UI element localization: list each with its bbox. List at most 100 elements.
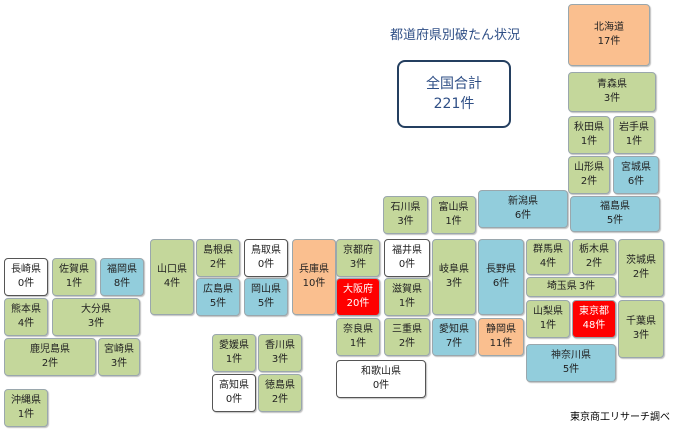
prefecture-name: 鹿児島県 bbox=[30, 344, 70, 355]
prefecture-name: 愛媛県 bbox=[219, 340, 249, 351]
prefecture-count: 2件 bbox=[271, 394, 289, 405]
prefecture-count: 3件 bbox=[397, 216, 414, 227]
prefecture-name: 佐賀県 bbox=[59, 264, 89, 275]
prefecture-name: 奈良県 bbox=[343, 324, 373, 335]
prefecture-tile: 宮崎県 3件 bbox=[98, 338, 140, 376]
prefecture-name: 千葉県 bbox=[626, 316, 656, 327]
prefecture-count: 7件 bbox=[445, 338, 463, 349]
national-total-label: 全国合計 bbox=[426, 76, 482, 92]
prefecture-count: 3件 bbox=[603, 93, 621, 104]
prefecture-name: 北海道 bbox=[594, 22, 624, 33]
prefecture-count: 2件 bbox=[580, 176, 598, 187]
prefecture-tile: 岩手県 1件 bbox=[613, 116, 655, 154]
prefecture-tile: 和歌山県 0件 bbox=[336, 360, 426, 398]
prefecture-name: 宮城県 bbox=[621, 162, 651, 173]
prefecture-count: 0件 bbox=[398, 259, 416, 270]
prefecture-count: 0件 bbox=[372, 380, 390, 391]
source-note: 東京商工リサーチ調べ bbox=[570, 412, 670, 423]
prefecture-count: 6件 bbox=[492, 278, 510, 289]
prefecture-tile: 岡山県 5件 bbox=[244, 278, 288, 316]
prefecture-name: 埼玉県 bbox=[546, 281, 577, 292]
prefecture-name: 山形県 bbox=[574, 162, 604, 173]
prefecture-count: 1件 bbox=[17, 409, 35, 420]
prefecture-count: 1件 bbox=[225, 354, 243, 365]
prefecture-count: 6件 bbox=[514, 210, 532, 221]
prefecture-count: 2件 bbox=[41, 358, 59, 369]
national-total-box: 全国合計 221件 bbox=[397, 60, 511, 128]
prefecture-count: 11件 bbox=[489, 338, 513, 349]
prefecture-count: 3件 bbox=[87, 318, 105, 329]
prefecture-name: 富山県 bbox=[438, 202, 469, 213]
prefecture-name: 島根県 bbox=[203, 245, 233, 256]
prefecture-name: 青森県 bbox=[597, 79, 627, 90]
prefecture-name: 石川県 bbox=[390, 202, 421, 213]
prefecture-count: 5件 bbox=[257, 298, 275, 309]
prefecture-name: 岡山県 bbox=[251, 284, 281, 295]
prefecture-name: 秋田県 bbox=[574, 122, 604, 133]
prefecture-tile: 千葉県 3件 bbox=[618, 300, 664, 358]
prefecture-tile: 京都府 3件 bbox=[336, 239, 380, 277]
prefecture-count: 17件 bbox=[597, 36, 621, 47]
prefecture-tile: 愛知県 7件 bbox=[432, 318, 476, 356]
prefecture-count: 48件 bbox=[582, 320, 606, 331]
prefecture-count: 4件 bbox=[17, 318, 35, 329]
prefecture-name: 岩手県 bbox=[619, 122, 649, 133]
prefecture-name: 広島県 bbox=[203, 284, 233, 295]
prefecture-name: 茨城県 bbox=[626, 255, 656, 266]
prefecture-name: 香川県 bbox=[265, 340, 295, 351]
prefecture-count: 8件 bbox=[113, 278, 131, 289]
prefecture-count: 10件 bbox=[302, 278, 326, 289]
prefecture-name: 兵庫県 bbox=[299, 264, 329, 275]
prefecture-count: 1件 bbox=[349, 338, 367, 349]
prefecture-name: 山梨県 bbox=[533, 306, 563, 317]
prefecture-count: 2件 bbox=[585, 258, 603, 269]
prefecture-count: 1件 bbox=[398, 298, 416, 309]
prefecture-name: 岐阜県 bbox=[439, 264, 469, 275]
prefecture-count: 3件 bbox=[349, 259, 367, 270]
prefecture-tile: 青森県 3件 bbox=[568, 72, 656, 112]
national-total-value: 221件 bbox=[433, 96, 475, 112]
prefecture-tile: 愛媛県 1件 bbox=[212, 334, 256, 372]
prefecture-name: 福井県 bbox=[392, 245, 422, 256]
prefecture-name: 新潟県 bbox=[508, 196, 538, 207]
prefecture-count: 1件 bbox=[580, 136, 598, 147]
prefecture-count: 2件 bbox=[398, 338, 416, 349]
prefecture-name: 京都府 bbox=[343, 245, 373, 256]
prefecture-name: 栃木県 bbox=[579, 244, 609, 255]
prefecture-name: 和歌山県 bbox=[361, 366, 401, 377]
prefecture-count: 20件 bbox=[346, 298, 370, 309]
prefecture-count: 3件 bbox=[110, 358, 128, 369]
prefecture-count: 6件 bbox=[627, 176, 645, 187]
prefecture-name: 高知県 bbox=[219, 380, 249, 391]
prefecture-name: 徳島県 bbox=[265, 380, 295, 391]
prefecture-name: 神奈川県 bbox=[551, 350, 591, 361]
prefecture-count: 1件 bbox=[625, 136, 643, 147]
prefecture-name: 鳥取県 bbox=[251, 245, 281, 256]
prefecture-tile: 島根県 2件 bbox=[196, 239, 240, 277]
prefecture-count: 3件 bbox=[632, 330, 650, 341]
prefecture-tile: 新潟県 6件 bbox=[478, 190, 568, 228]
prefecture-tile: 徳島県 2件 bbox=[258, 374, 302, 412]
prefecture-count: 1件 bbox=[539, 320, 557, 331]
prefecture-name: 宮崎県 bbox=[104, 344, 134, 355]
prefecture-name: 愛知県 bbox=[439, 324, 469, 335]
prefecture-tile: 石川県 3件 bbox=[383, 196, 428, 234]
chart-title: 都道府県別破たん状況 bbox=[389, 28, 520, 43]
prefecture-name: 大阪府 bbox=[343, 284, 373, 295]
prefecture-tile: 兵庫県 10件 bbox=[292, 239, 336, 315]
prefecture-count: 2件 bbox=[209, 259, 227, 270]
prefecture-tile: 北海道 17件 bbox=[568, 4, 650, 66]
prefecture-tile: 福井県 0件 bbox=[384, 239, 430, 277]
